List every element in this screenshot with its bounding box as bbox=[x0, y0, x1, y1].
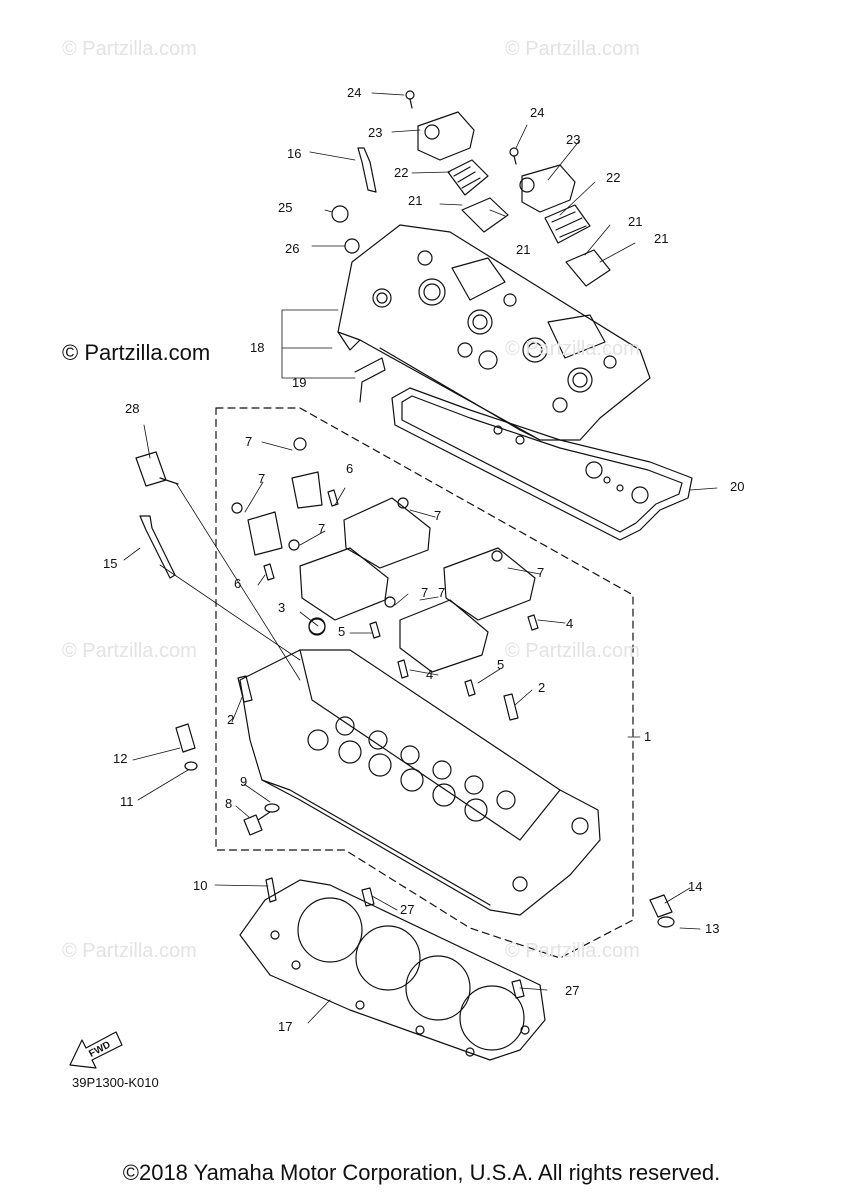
spark-plug-16 bbox=[357, 147, 377, 193]
callout-label: 16 bbox=[287, 146, 302, 161]
callout-label: 8 bbox=[225, 796, 233, 811]
callout-label: 7 bbox=[318, 521, 326, 536]
reed-plate-right bbox=[544, 204, 591, 244]
gasket-13 bbox=[657, 916, 675, 928]
callout-label: 24 bbox=[347, 85, 362, 100]
bolt-28 bbox=[135, 451, 179, 487]
callout-label: 3 bbox=[278, 600, 286, 615]
callout-label: 4 bbox=[566, 616, 574, 631]
forward-arrow-label: FWD bbox=[87, 1039, 112, 1059]
dowel-2-right bbox=[503, 693, 519, 721]
watermark: © Partzilla.com bbox=[505, 940, 640, 962]
dowel-27-b bbox=[511, 979, 525, 999]
callout-label: 12 bbox=[113, 751, 128, 766]
watermark: © Partzilla.com bbox=[62, 38, 197, 60]
callout-label: 24 bbox=[530, 105, 545, 120]
callout-label: 19 bbox=[292, 375, 307, 390]
callout-label: 22 bbox=[606, 170, 621, 185]
callout-label: 1 bbox=[644, 729, 652, 744]
callout-label: 7 bbox=[245, 434, 253, 449]
callout-label: 7 bbox=[537, 565, 545, 580]
dowel-4-b bbox=[527, 614, 539, 631]
callout-label: 7 bbox=[258, 471, 266, 486]
gasket-11 bbox=[184, 761, 198, 771]
bolt-24-right bbox=[509, 147, 519, 157]
callout-label: 25 bbox=[278, 200, 293, 215]
callout-label: 2 bbox=[538, 680, 546, 695]
callout-label: 11 bbox=[120, 794, 134, 809]
cylinder-head bbox=[239, 649, 601, 916]
callout-label: 27 bbox=[565, 983, 580, 998]
callout-label: 21 bbox=[408, 193, 423, 208]
callout-label: 5 bbox=[338, 624, 346, 639]
callout-label: 5 bbox=[497, 657, 505, 672]
bolt-25 bbox=[331, 205, 349, 223]
watermark: © Partzilla.com bbox=[62, 940, 197, 962]
washer-9 bbox=[264, 803, 280, 813]
callout-label: 7 bbox=[421, 585, 429, 600]
forward-direction-arrow bbox=[69, 1031, 123, 1069]
callout-label: 28 bbox=[125, 401, 140, 416]
callout-label: 17 bbox=[278, 1019, 293, 1034]
dowel-4-a bbox=[397, 659, 409, 679]
callout-label: 23 bbox=[566, 132, 581, 147]
callout-label: 7 bbox=[434, 508, 442, 523]
callout-label: 21 bbox=[628, 214, 643, 229]
callout-label: 6 bbox=[234, 576, 242, 591]
washer-26 bbox=[344, 238, 360, 254]
callout-label: 22 bbox=[394, 165, 409, 180]
callout-label: 7 bbox=[438, 585, 446, 600]
callout-label: 18 bbox=[250, 340, 265, 355]
callout-label: 6 bbox=[346, 461, 354, 476]
callout-label: 26 bbox=[285, 241, 300, 256]
dowel-2-left bbox=[237, 675, 253, 703]
callout-label: 21 bbox=[516, 242, 531, 257]
callout-label: 14 bbox=[688, 879, 703, 894]
reed-valve-cover-right bbox=[521, 164, 576, 213]
callout-label: 20 bbox=[730, 479, 745, 494]
reed-plate-left bbox=[447, 159, 489, 196]
bolt-12 bbox=[175, 723, 196, 753]
watermark: © Partzilla.com bbox=[505, 640, 640, 662]
callout-label: 27 bbox=[400, 902, 415, 917]
cylinder-head-assembly-boundary bbox=[215, 407, 634, 959]
callout-label: 15 bbox=[103, 556, 118, 571]
bracket-19 bbox=[354, 357, 386, 403]
cylinder-head-gasket bbox=[239, 879, 546, 1061]
callout-label: 23 bbox=[368, 125, 383, 140]
callout-label: 9 bbox=[240, 774, 248, 789]
watermark-main: © Partzilla.com bbox=[62, 340, 211, 365]
cover-gasket bbox=[391, 387, 693, 541]
reed-valve-left bbox=[461, 197, 509, 233]
watermark: © Partzilla.com bbox=[505, 38, 640, 60]
bolt-15 bbox=[139, 515, 176, 579]
watermark: © Partzilla.com bbox=[62, 640, 197, 662]
watermark: © Partzilla.com bbox=[505, 338, 640, 360]
diagram-code: 39P1300-K010 bbox=[72, 1075, 159, 1090]
dowel-5-b bbox=[464, 679, 476, 697]
dowel-6-b bbox=[263, 563, 275, 581]
dowel-5-a bbox=[369, 621, 381, 639]
dowel-27-a bbox=[361, 887, 375, 907]
stud-10 bbox=[265, 877, 277, 903]
dowel-6-a bbox=[327, 489, 339, 507]
plug-3 bbox=[308, 618, 326, 636]
cylinder-head-cover bbox=[337, 224, 651, 441]
bolt-14 bbox=[649, 894, 673, 918]
leader-lines bbox=[123, 92, 718, 1024]
callout-label: 4 bbox=[426, 667, 434, 682]
callout-label: 2 bbox=[227, 712, 235, 727]
bolt-24-left bbox=[405, 90, 415, 100]
copyright-notice: ©2018 Yamaha Motor Corporation, U.S.A. A… bbox=[122, 1160, 721, 1185]
reed-valve-right bbox=[565, 249, 611, 287]
reed-valve-cover-left bbox=[417, 111, 475, 161]
bolt-8 bbox=[243, 811, 271, 836]
callout-label: 13 bbox=[705, 921, 720, 936]
callout-label: 10 bbox=[193, 878, 208, 893]
callout-label: 21 bbox=[654, 231, 669, 246]
